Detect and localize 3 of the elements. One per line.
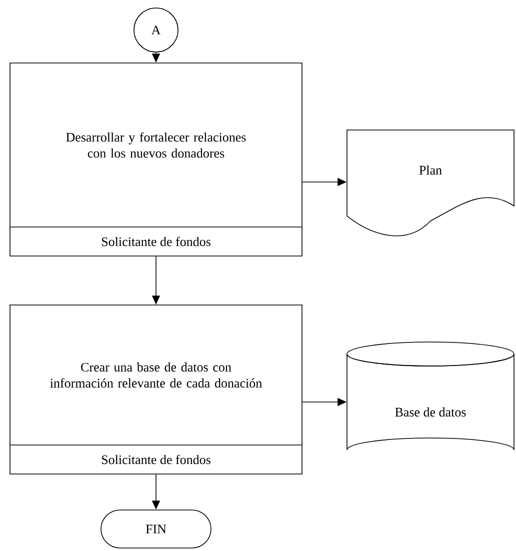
database-cylinder: Base de datos [346, 342, 514, 450]
process-box: Desarrollar y fortalecer relaciones con los nuevos donadores Solicitante de fondos [10, 62, 302, 256]
process-box: Crear una base de datos con información relevante de cada donación Solicitante de fondos [10, 304, 302, 474]
